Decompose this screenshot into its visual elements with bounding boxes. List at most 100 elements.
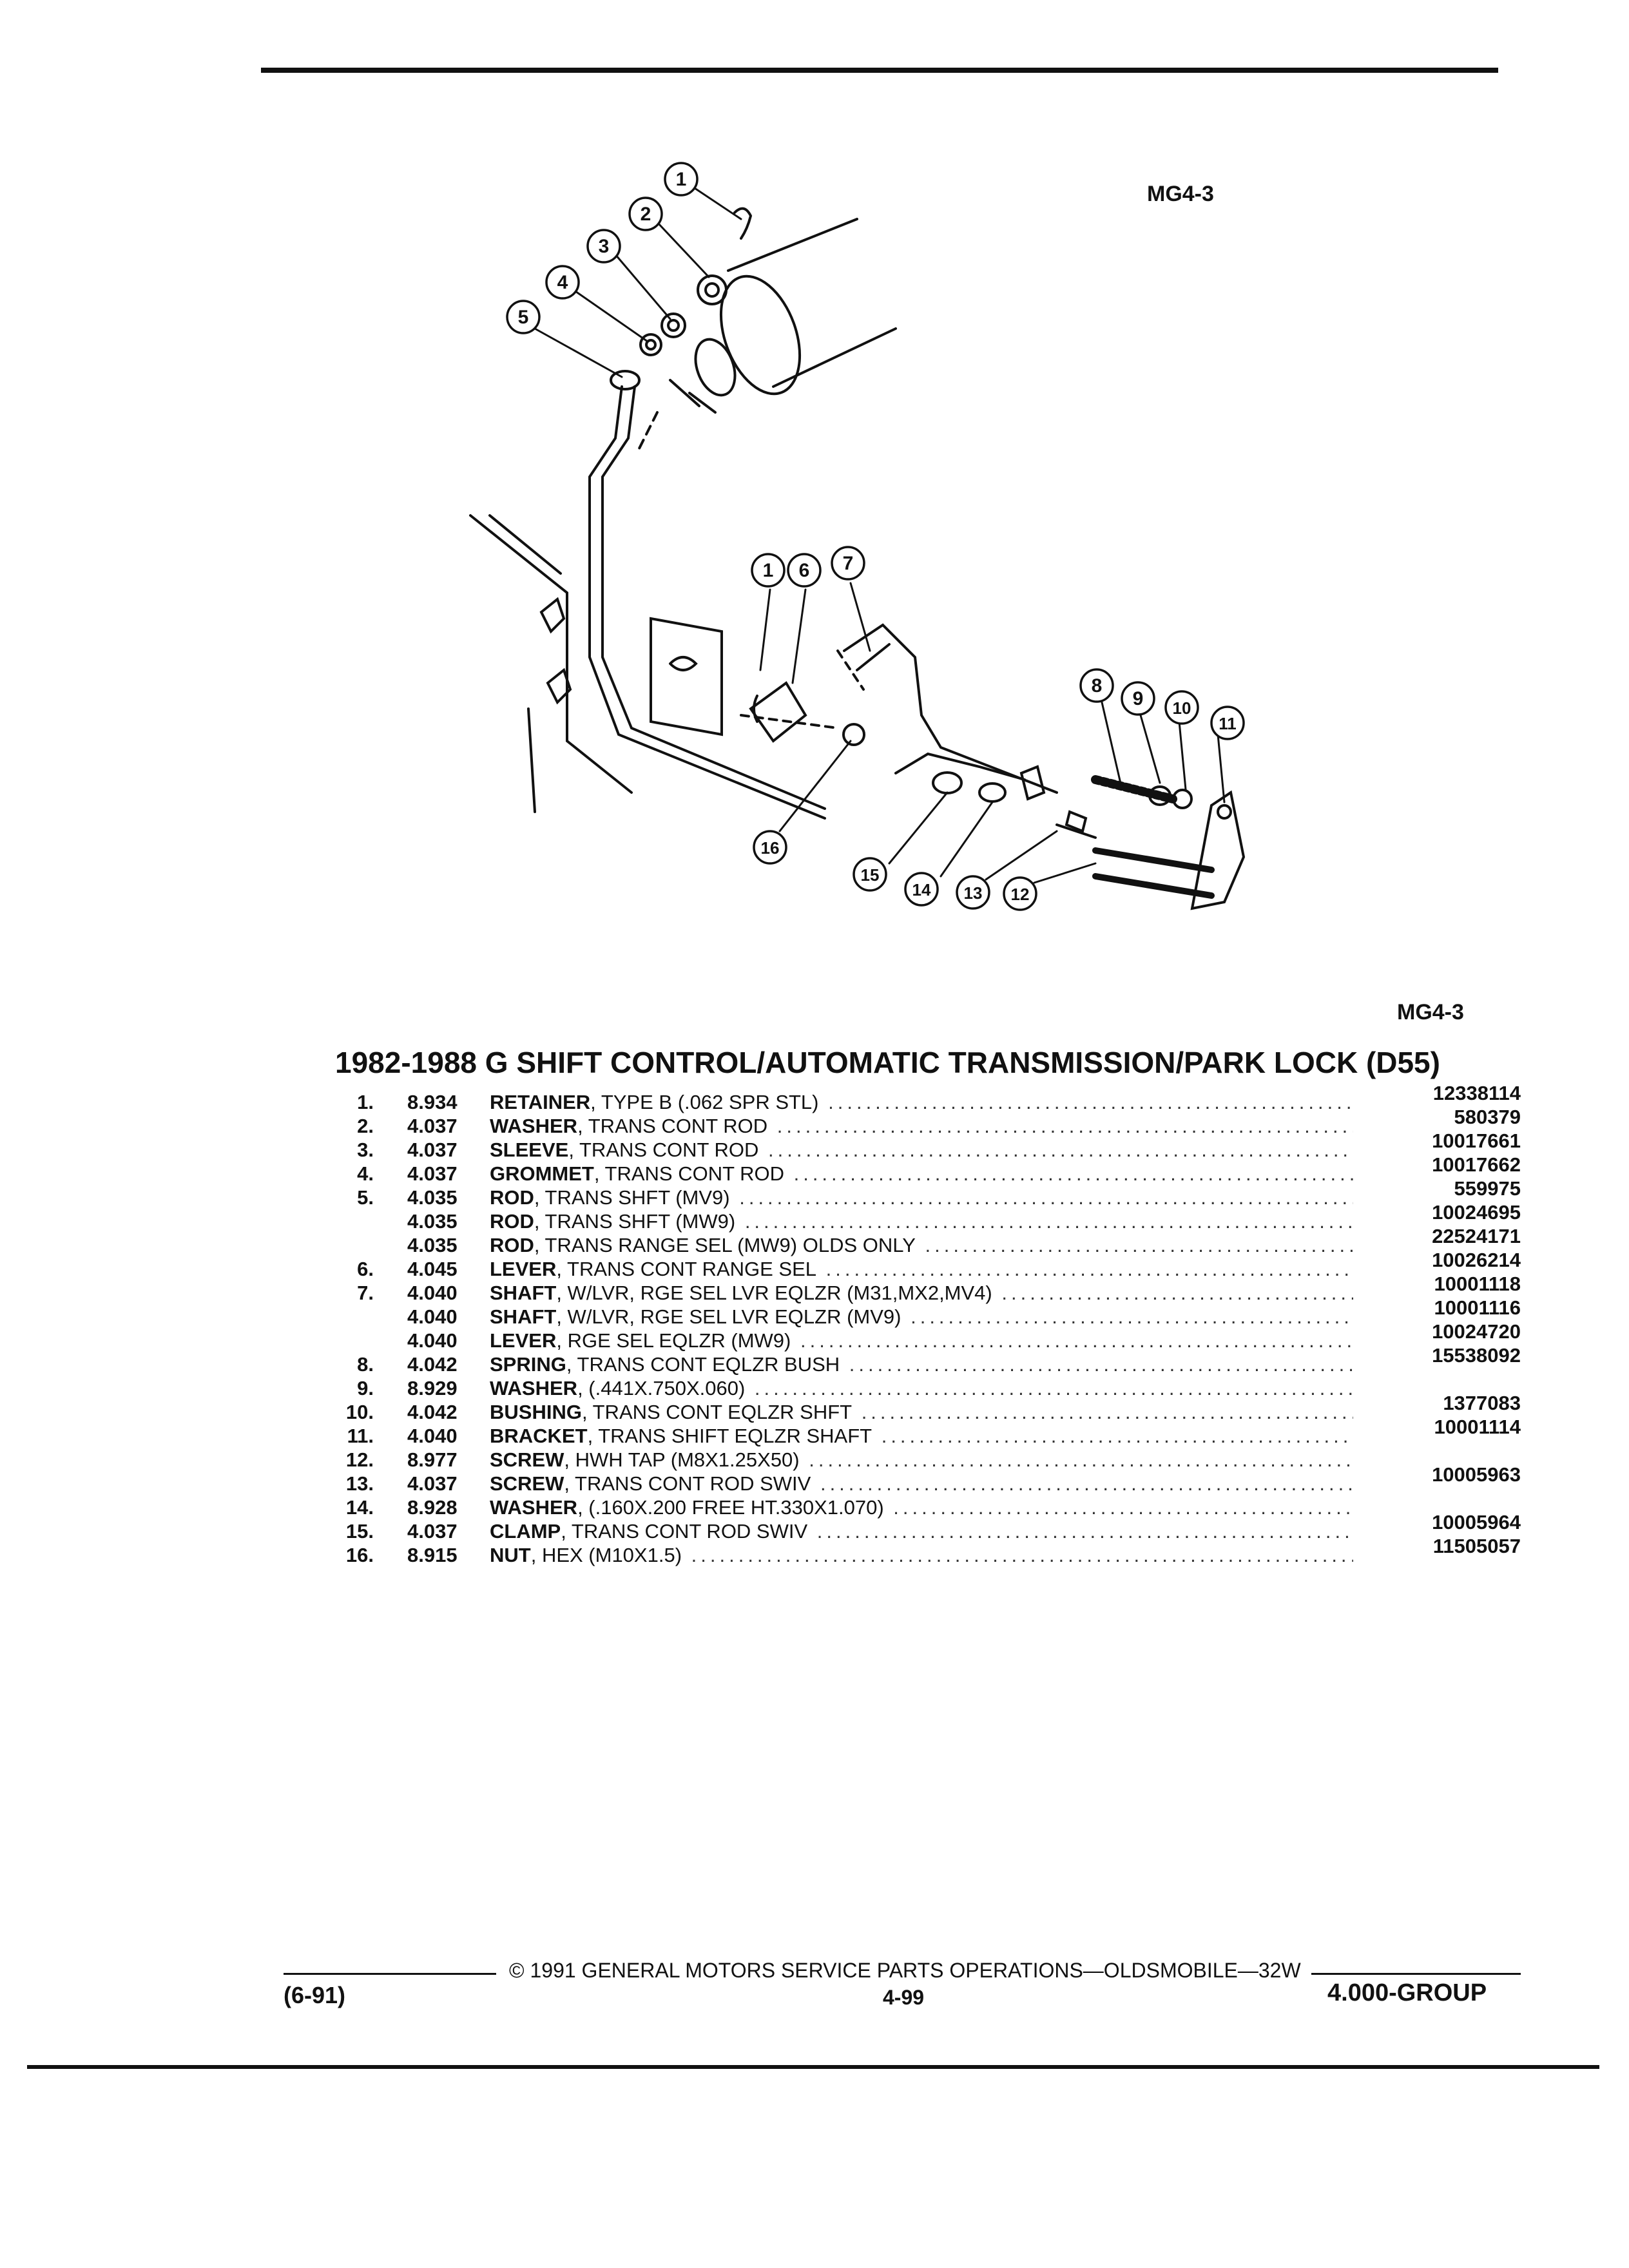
part-number: 6.: [357, 1258, 374, 1280]
part-description: SCREW, HWH TAP (M8X1.25X50) ............…: [490, 1448, 1353, 1472]
dot-leader: ........................................…: [849, 1353, 1353, 1376]
part-description: SPRING, TRANS CONT EQLZR BUSH ..........…: [490, 1352, 1353, 1376]
part-number: 11.: [347, 1425, 374, 1447]
part-detail: , TYPE B (.062 SPR STL): [590, 1091, 819, 1113]
callout-text: 15: [861, 865, 880, 885]
callout-9: [1121, 681, 1155, 716]
dot-leader: ........................................…: [828, 1091, 1353, 1113]
part-description: GROMMET, TRANS CONT ROD ................…: [490, 1162, 1353, 1186]
part-description: SHAFT, W/LVR, RGE SEL LVR EQLZR (M31,MX2…: [490, 1281, 1353, 1305]
part-name: ROD: [490, 1234, 534, 1256]
dot-leader: ........................................…: [881, 1425, 1353, 1447]
part-number: 15.: [345, 1520, 374, 1542]
part-catalog-number: 580379: [1454, 1106, 1521, 1128]
part-group-code: 4.035: [407, 1210, 458, 1233]
part-detail: , TRANS CONT ROD: [577, 1115, 768, 1137]
part-description: SHAFT, W/LVR, RGE SEL LVR EQLZR (MV9) ..…: [490, 1305, 1353, 1329]
callout-text: 9: [1133, 688, 1144, 709]
dot-leader: ........................................…: [754, 1377, 1353, 1399]
callout-14: [904, 872, 939, 907]
dot-leader: ........................................…: [744, 1210, 1353, 1233]
part-description: WASHER, (.160X.200 FREE HT.330X1.070) ..…: [490, 1495, 1353, 1519]
part-catalog-number: 11505057: [1432, 1535, 1521, 1557]
part-detail: , TRANS SHFT (MV9): [534, 1186, 730, 1209]
part-description: ROD, TRANS SHFT (MV9) ..................…: [490, 1186, 1353, 1209]
callout-2: [628, 197, 663, 231]
part-description: SLEEVE, TRANS CONT ROD .................…: [490, 1138, 1353, 1162]
part-detail: , (.441X.750X.060): [577, 1377, 746, 1399]
shift-rod-drawing: [588, 385, 826, 820]
dot-leader: ........................................…: [820, 1472, 1353, 1495]
part-name: GROMMET: [490, 1162, 594, 1185]
callout-text: 2: [641, 204, 651, 225]
part-catalog-number: 10001118: [1434, 1273, 1521, 1295]
part-group-code: 4.040: [407, 1329, 458, 1352]
right-end-parts: [1055, 775, 1246, 910]
part-description: ROD, TRANS SHFT (MW9) ..................…: [490, 1209, 1353, 1233]
part-number: 9.: [357, 1377, 374, 1399]
part-name: SPRING: [490, 1353, 566, 1376]
part-catalog-number: 10001116: [1434, 1296, 1521, 1319]
part-group-code: 4.037: [407, 1139, 458, 1161]
leader-lines: [534, 186, 1226, 884]
figure-code-bottom: MG4-3: [1397, 1000, 1464, 1024]
dot-leader: ........................................…: [739, 1186, 1353, 1209]
part-name: CLAMP: [490, 1520, 561, 1542]
part-detail: , RGE SEL EQLZR (MW9): [556, 1329, 791, 1352]
part-name: SHAFT: [490, 1305, 557, 1328]
callout-11: [1210, 706, 1245, 740]
part-description: LEVER, TRANS CONT RANGE SEL ............…: [490, 1257, 1353, 1281]
callout-numbers: 1 2 3 4 5 1 6 7 8 9 10 11 16 15 14 13 12: [518, 169, 1237, 904]
callout-text: 6: [799, 560, 810, 581]
part-detail: , TRANS CONT EQLZR BUSH: [566, 1353, 840, 1376]
part-detail: , W/LVR, RGE SEL LVR EQLZR (MV9): [556, 1305, 901, 1328]
part-group-code: 4.037: [407, 1115, 458, 1137]
callout-text: 16: [761, 838, 780, 858]
part-catalog-number: 1377083: [1443, 1392, 1521, 1414]
part-catalog-number: 10024720: [1432, 1320, 1521, 1343]
part-description: CLAMP, TRANS CONT ROD SWIV .............…: [490, 1519, 1353, 1543]
dot-leader: ........................................…: [861, 1401, 1353, 1423]
callout-4: [545, 265, 580, 300]
part-detail: , TRANS SHIFT EQLZR SHAFT: [587, 1425, 872, 1447]
upper-small-parts: [610, 207, 753, 390]
part-detail: , (.160X.200 FREE HT.330X1.070): [577, 1496, 884, 1519]
callout-text: 1: [763, 560, 774, 581]
callout-text: 14: [912, 880, 931, 899]
part-name: SLEEVE: [490, 1139, 569, 1161]
part-description: SCREW, TRANS CONT ROD SWIV .............…: [490, 1472, 1353, 1495]
dot-leader: ........................................…: [816, 1520, 1353, 1542]
part-group-code: 4.040: [407, 1282, 458, 1304]
part-number: 12.: [345, 1448, 374, 1471]
part-description: ROD, TRANS RANGE SEL (MW9) OLDS ONLY ...…: [490, 1233, 1353, 1257]
part-number: 3.: [357, 1139, 374, 1161]
part-description: BRACKET, TRANS SHIFT EQLZR SHAFT .......…: [490, 1424, 1353, 1448]
part-detail: , HEX (M10X1.5): [530, 1544, 682, 1566]
part-number: 16.: [345, 1544, 374, 1566]
part-catalog-number: 15538092: [1432, 1344, 1521, 1367]
part-detail: , W/LVR, RGE SEL LVR EQLZR (M31,MX2,MV4): [556, 1282, 992, 1304]
callout-10: [1164, 690, 1199, 725]
dot-leader: ........................................…: [825, 1258, 1353, 1280]
part-group-code: 8.929: [407, 1377, 458, 1399]
part-row: 4.035 ROD, TRANS SHFT (MW9) .............…: [335, 1201, 1521, 1233]
dot-leader: ........................................…: [793, 1162, 1353, 1185]
part-row: 3. 4.037 SLEEVE, TRANS CONT ROD ..........…: [335, 1129, 1521, 1162]
part-name: BUSHING: [490, 1401, 582, 1423]
footer-group: 4.000-GROUP: [1327, 1979, 1487, 2006]
part-detail: , HWH TAP (M8X1.25X50): [564, 1448, 800, 1471]
part-description: BUSHING, TRANS CONT EQLZR SHFT .........…: [490, 1400, 1353, 1424]
part-number: 10.: [345, 1401, 374, 1423]
part-group-code: 8.934: [407, 1091, 458, 1113]
exploded-parts-diagram: 1 2 3 4 5 1 6 7 8 9 10 11 16 15 14 13 12: [469, 162, 1246, 911]
part-catalog-number: 10001114: [1434, 1416, 1521, 1438]
steering-column-drawing: [637, 218, 897, 452]
part-name: RETAINER: [490, 1091, 591, 1113]
part-detail: , TRANS CONT RANGE SEL: [556, 1258, 817, 1280]
